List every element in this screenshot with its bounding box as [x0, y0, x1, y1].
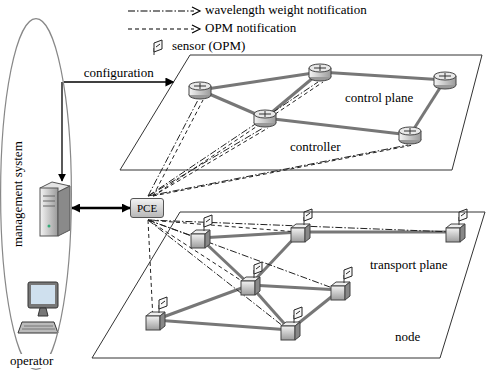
part-name: node: [395, 330, 420, 344]
notification-lines: [148, 82, 453, 330]
control-plane: control plane controller: [120, 55, 482, 170]
legend-sample: [126, 3, 206, 19]
pce-box: PCE: [130, 198, 164, 218]
legend-text: OPM notification: [205, 21, 296, 35]
operator-label: operator: [8, 354, 55, 368]
transport-plane: transport plane node: [92, 212, 485, 358]
system-title: management system: [11, 141, 25, 247]
plane-title: control plane: [345, 91, 413, 105]
configuration-arrow: [61, 82, 62, 181]
edge-label: configuration: [82, 66, 156, 80]
plane-title: transport plane: [370, 258, 448, 272]
server-icon: [40, 182, 70, 236]
connector: [64, 81, 174, 82]
computer-icon: [18, 282, 58, 333]
legend-text: sensor (OPM): [172, 39, 245, 53]
part-name: controller: [290, 140, 341, 154]
legend-sample: [126, 21, 206, 37]
legend-text: wavelength weight notification: [205, 3, 367, 17]
device-icons: [146, 64, 467, 340]
management-ellipse: management system: [0, 18, 72, 370]
connector: [72, 207, 130, 210]
network-links: [155, 72, 455, 330]
plane-outline: [92, 212, 485, 358]
pce-label: PCE: [137, 202, 157, 214]
